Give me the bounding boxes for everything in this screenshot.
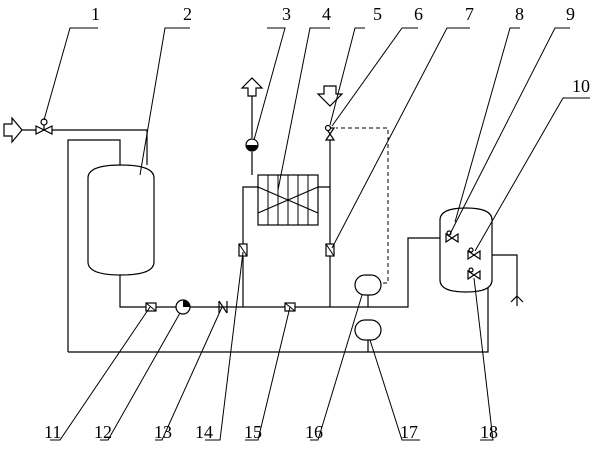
leader-lines [43, 27, 590, 441]
label-10: 10 [572, 76, 590, 96]
valve-10-icon [467, 247, 481, 261]
indicator-icon [245, 138, 259, 152]
separator-drum-16 [354, 274, 382, 296]
filter-7-icon [325, 243, 335, 257]
label-9: 9 [566, 4, 575, 24]
vent-arrow-up [240, 77, 264, 97]
label-6: 6 [414, 4, 423, 24]
heat-exchanger [257, 174, 319, 226]
label-7: 7 [465, 4, 474, 24]
label-4: 4 [322, 4, 331, 24]
separator-drum-17 [354, 319, 382, 341]
inlet-arrow-down [316, 85, 344, 107]
label-2: 2 [183, 4, 192, 24]
inlet-valve-icon [35, 118, 53, 135]
label-3: 3 [282, 4, 291, 24]
storage-tank [87, 164, 155, 276]
label-17: 17 [400, 422, 418, 442]
receiver-tank [439, 207, 493, 293]
pump-icon [175, 299, 191, 315]
label-11: 11 [44, 422, 61, 442]
label-12: 12 [94, 422, 112, 442]
check-valve-icon [218, 300, 228, 314]
valve-9-icon [445, 230, 459, 244]
filter-11-icon [145, 302, 157, 312]
control-valve-icon [324, 124, 336, 141]
label-5: 5 [373, 4, 382, 24]
label-18: 18 [480, 422, 498, 442]
label-13: 13 [154, 422, 172, 442]
callout-labels: 1 2 3 4 5 6 7 8 9 10 11 12 13 14 15 16 1… [44, 4, 590, 442]
inlet-arrow-left [3, 116, 23, 144]
valve-18-icon [467, 267, 481, 281]
drain-outlet-icon [510, 295, 524, 306]
label-8: 8 [515, 4, 524, 24]
label-14: 14 [195, 422, 213, 442]
label-1: 1 [91, 4, 100, 24]
label-15: 15 [244, 422, 262, 442]
label-16: 16 [305, 422, 323, 442]
